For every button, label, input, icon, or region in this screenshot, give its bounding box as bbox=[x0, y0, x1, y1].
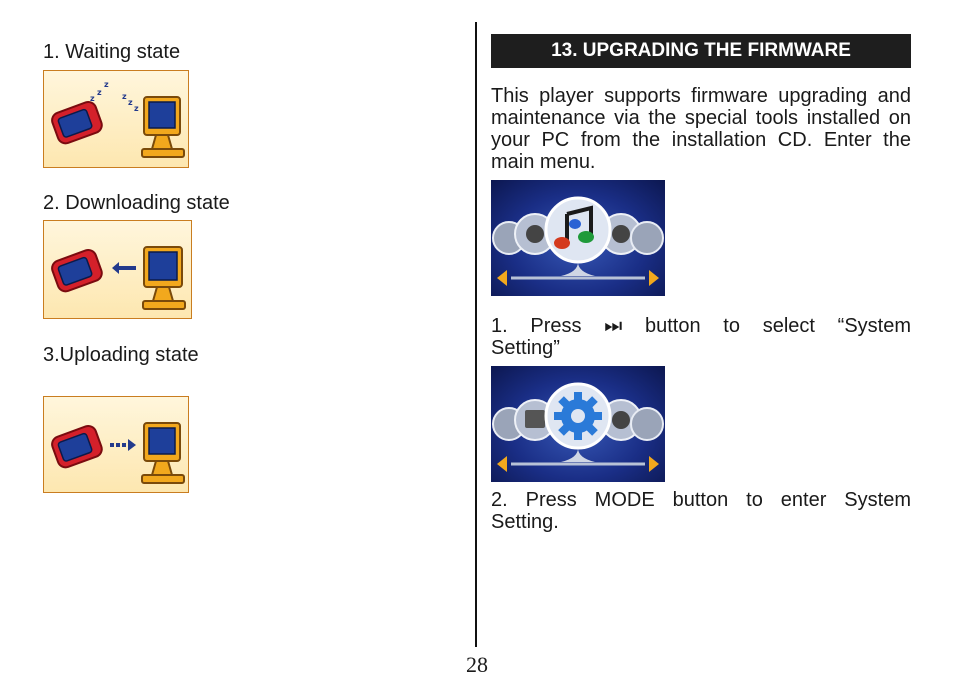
step2-line1: 2. Press MODE button to enter System bbox=[491, 489, 911, 511]
downloading-state-image bbox=[43, 220, 192, 319]
uploading-state-image bbox=[43, 396, 189, 493]
svg-text:z: z bbox=[122, 92, 127, 101]
system-setting-screenshot bbox=[491, 366, 665, 482]
svg-text:z: z bbox=[104, 80, 109, 89]
column-divider bbox=[475, 22, 477, 647]
svg-text:z: z bbox=[97, 88, 102, 97]
intro-paragraph: This player supports firmware upgrading … bbox=[491, 85, 911, 173]
system-setting-gear-icon bbox=[492, 382, 664, 472]
waiting-state-image: z z z z z z bbox=[43, 70, 189, 168]
svg-text:z: z bbox=[90, 94, 95, 103]
downloading-state-label: 2. Downloading state bbox=[43, 192, 230, 214]
step1-line1: 1. Press ⏭ button to select “System bbox=[491, 315, 911, 337]
step1-line2: Setting” bbox=[491, 337, 560, 359]
uploading-state-label: 3.Uploading state bbox=[43, 344, 199, 366]
svg-text:z: z bbox=[128, 98, 133, 107]
main-menu-music-icon bbox=[492, 196, 664, 286]
downloading-state-icon bbox=[51, 246, 186, 310]
waiting-state-label: 1. Waiting state bbox=[43, 41, 181, 63]
uploading-state-icon bbox=[51, 422, 185, 484]
step2-line2: Setting. bbox=[491, 511, 559, 533]
section-title: 13. UPGRADING THE FIRMWARE bbox=[491, 34, 911, 68]
svg-text:z: z bbox=[134, 104, 139, 113]
waiting-state-icon: z z z z z z bbox=[51, 80, 185, 158]
main-menu-screenshot bbox=[491, 180, 665, 296]
page-number: 28 bbox=[466, 652, 488, 677]
